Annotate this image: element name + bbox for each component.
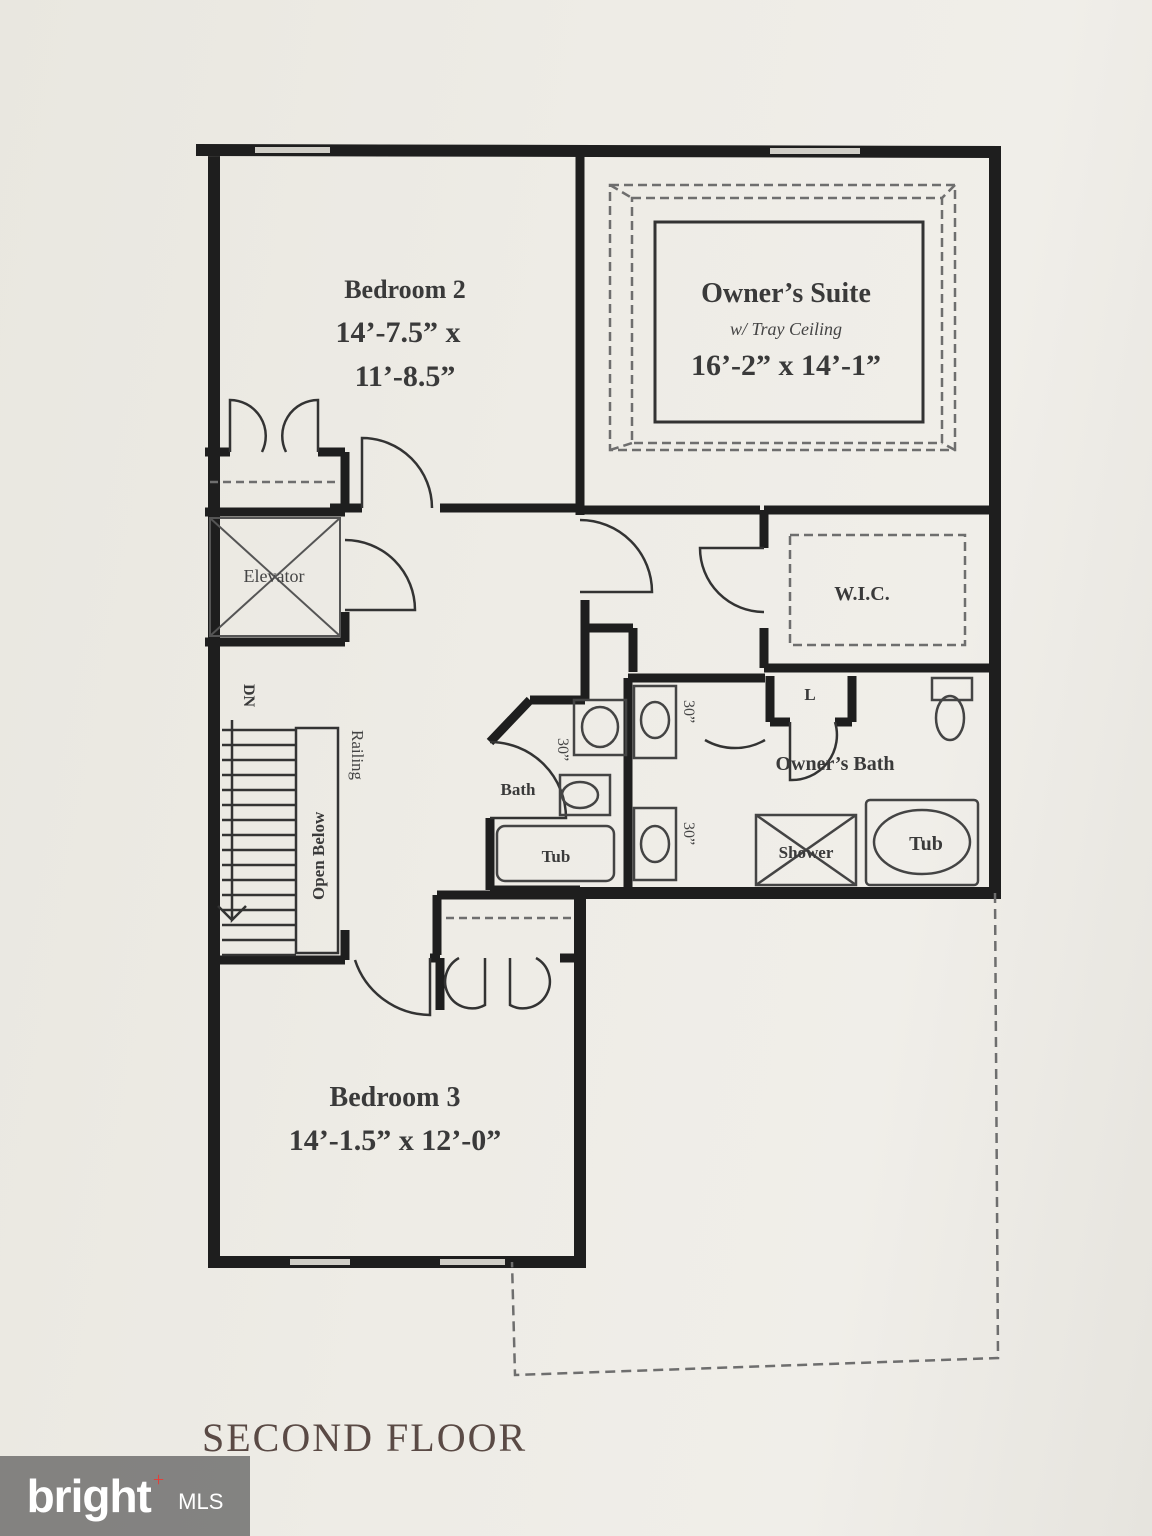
vanity1-label: 30” — [554, 738, 571, 761]
door-swings — [228, 398, 839, 1017]
exterior-walls — [195, 144, 1001, 1268]
staircase — [217, 720, 340, 957]
floor-title: SECOND FLOOR — [202, 1415, 528, 1460]
tray-inner-box — [653, 220, 925, 424]
bath-label: Bath — [501, 780, 537, 799]
brightmls-watermark: bright + MLS — [0, 1456, 250, 1536]
open-below-label: Open Below — [309, 811, 328, 900]
windows — [255, 147, 860, 1265]
watermark-brand: bright — [26, 1470, 152, 1522]
bedroom2-dim1: 14’-7.5” x — [336, 316, 461, 349]
owners-suite-name: Owner’s Suite — [701, 278, 871, 309]
wic-label: W.I.C. — [834, 583, 889, 605]
elevator-shaft — [209, 517, 341, 637]
stair-dn-label: DN — [240, 684, 257, 708]
wic-shelving — [788, 533, 967, 647]
owners-suite-dims: 16’-2” x 14’-1” — [691, 349, 881, 382]
railing-label: Railing — [348, 730, 367, 781]
vanity2-label: 30” — [680, 700, 697, 723]
tray-ceiling-outline — [608, 183, 957, 452]
vanity3-label: 30” — [680, 822, 697, 845]
tub2-label: Tub — [909, 833, 943, 855]
watermark-plus-icon: + — [152, 1468, 165, 1491]
bedroom2-name: Bedroom 2 — [344, 275, 466, 304]
owners-suite-note: w/ Tray Ceiling — [730, 319, 842, 339]
bedroom3-name: Bedroom 3 — [330, 1082, 461, 1113]
bath-fixtures — [495, 676, 980, 887]
bedroom3-dims: 14’-1.5” x 12’-0” — [289, 1124, 501, 1157]
elevator-label: Elevator — [244, 566, 305, 586]
owners-bath-label: Owner’s Bath — [775, 753, 894, 775]
shower-label: Shower — [779, 843, 834, 862]
linen-label: L — [804, 685, 815, 704]
deck-outline — [510, 892, 1000, 1377]
tub1-label: Tub — [542, 847, 571, 866]
closet-rods — [210, 480, 575, 920]
interior-walls — [205, 150, 990, 1010]
bedroom2-dim2: 11’-8.5” — [355, 360, 456, 393]
watermark-suffix: MLS — [178, 1489, 224, 1514]
